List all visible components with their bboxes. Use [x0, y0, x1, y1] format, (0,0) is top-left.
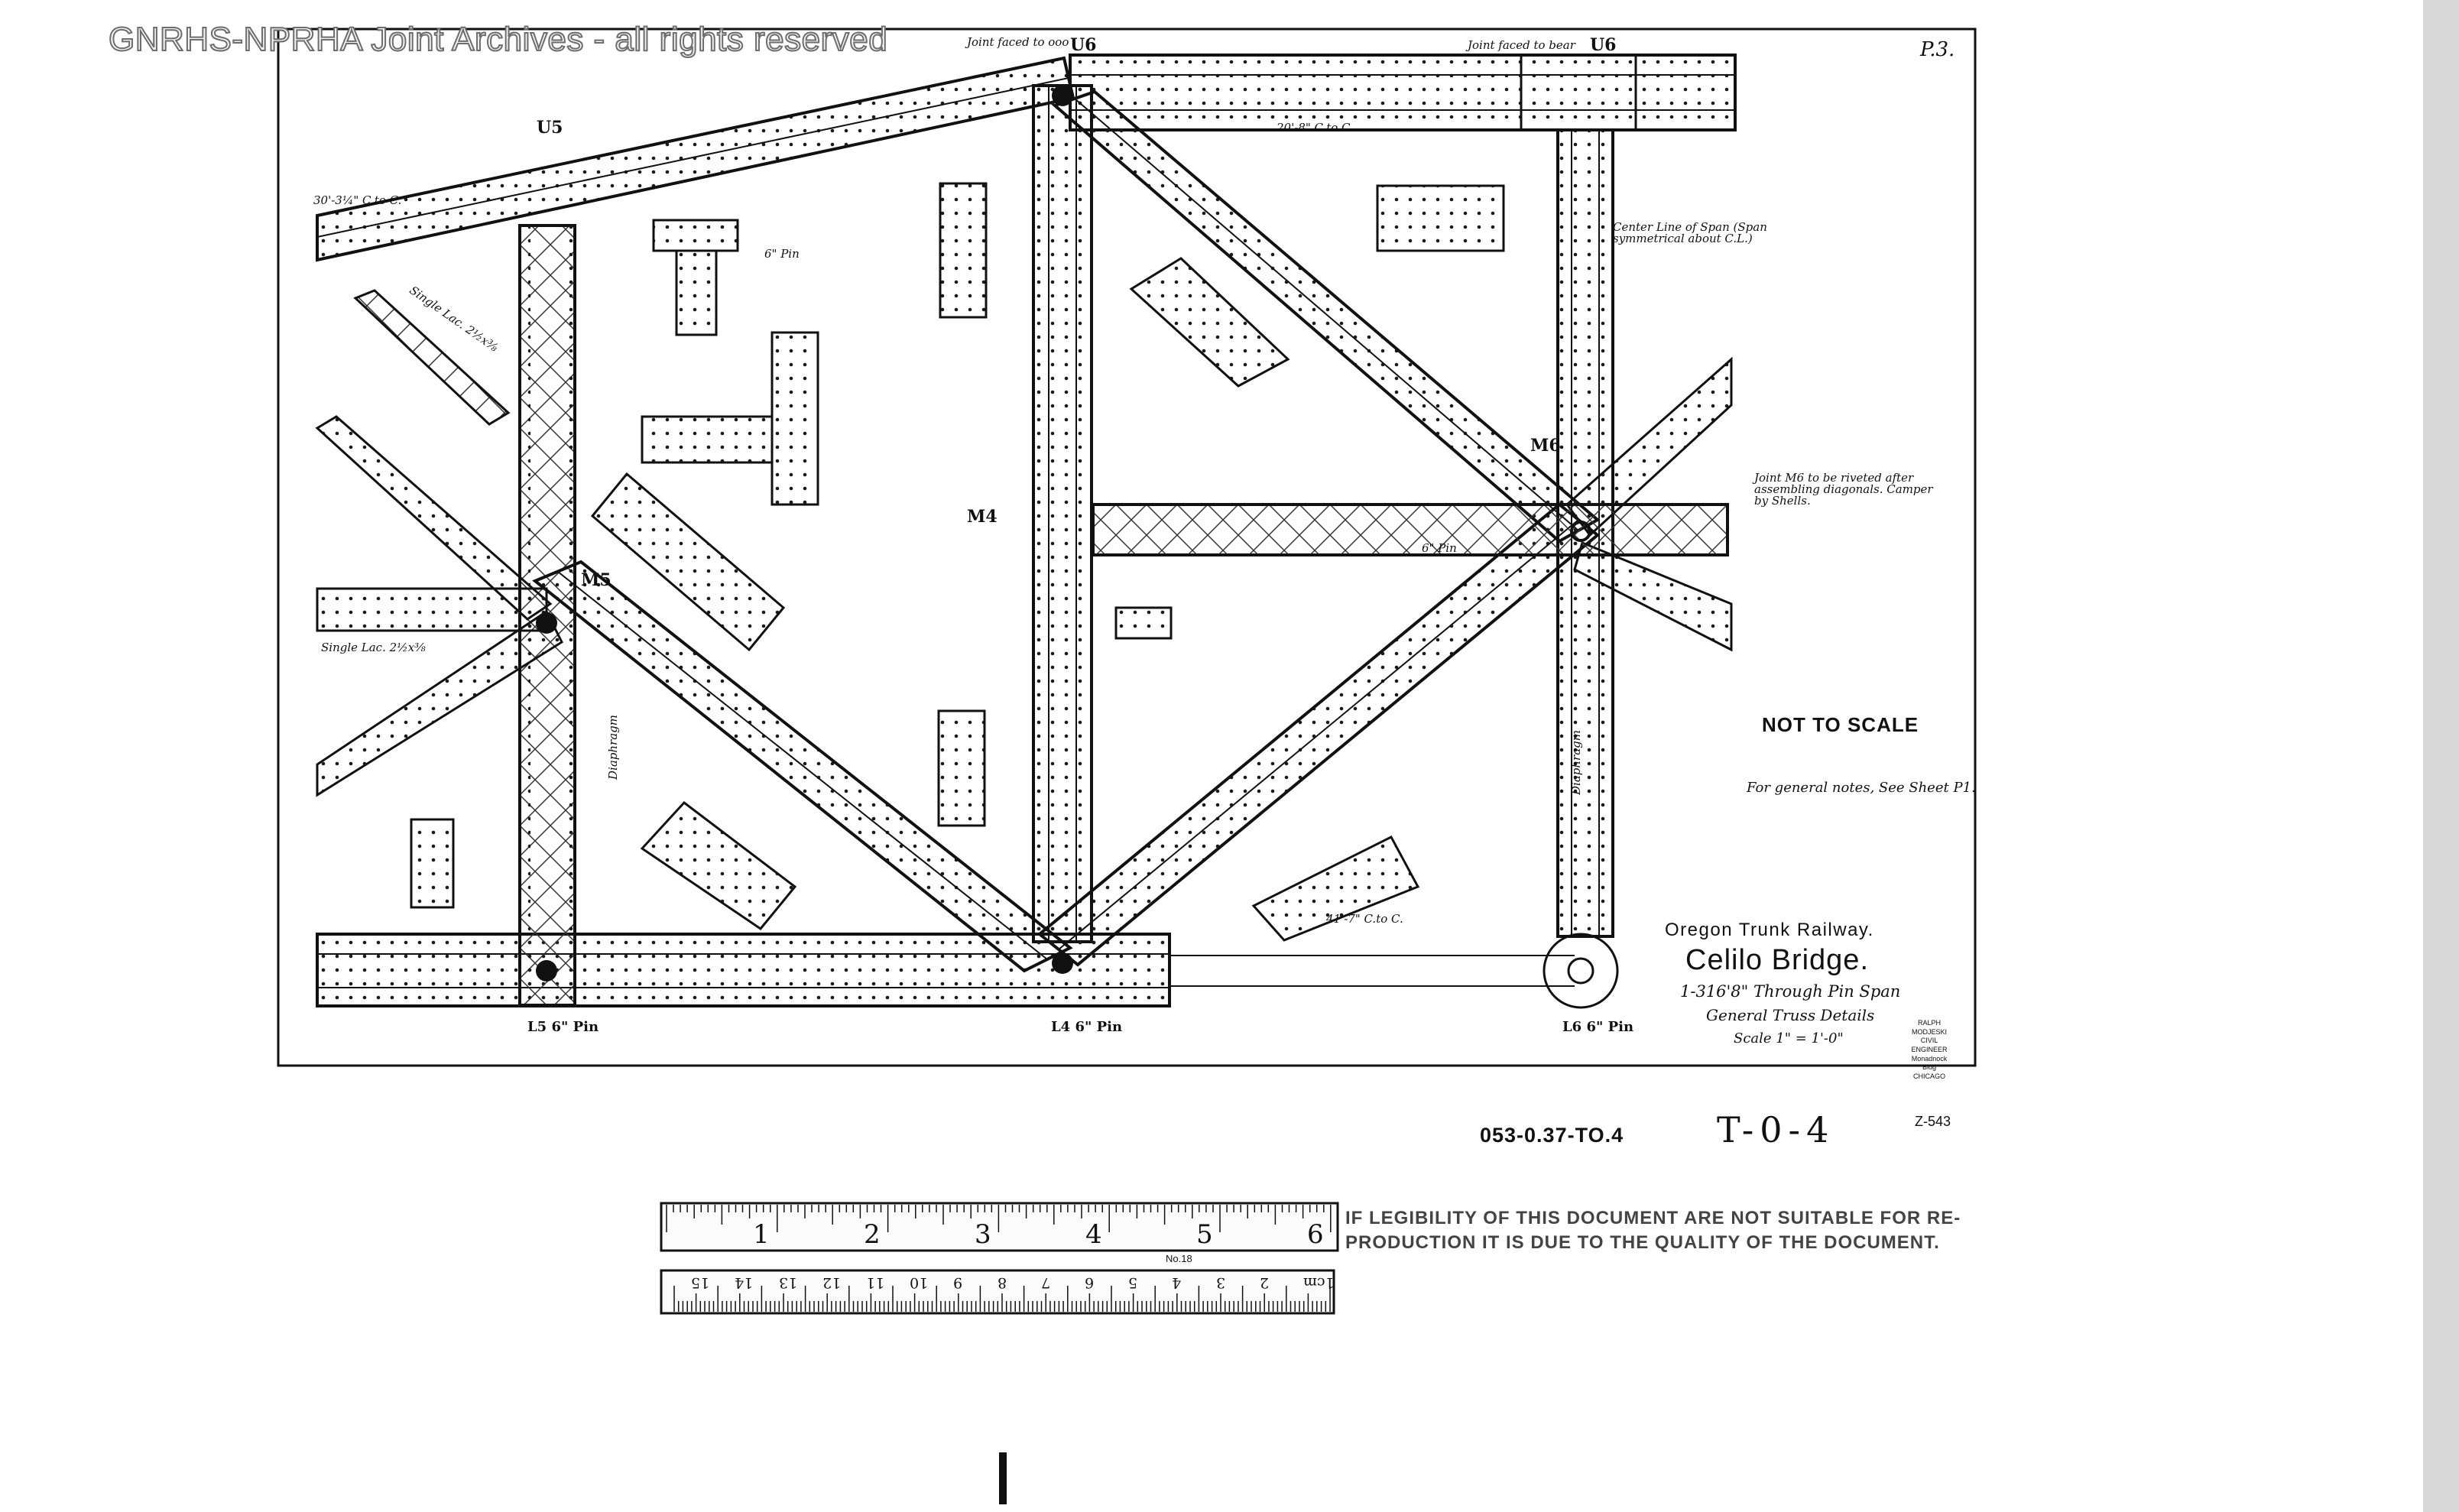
ruler-inch-label: 4 [1085, 1219, 1102, 1250]
engineer-firm: RALPH MODJESKI CIVIL ENGINEER Monadnock … [1911, 1019, 1948, 1081]
ruler-cm-label: 12 [822, 1274, 841, 1291]
note-pin-1: 6" Pin [764, 247, 800, 261]
joint-label-l6: L6 6" Pin [1562, 1019, 1634, 1035]
note-joint-faced-1: Joint faced to ooo [967, 35, 1069, 49]
title-railway: Oregon Trunk Railway. [1665, 920, 1874, 940]
ruler-inch-label: 2 [864, 1219, 881, 1250]
ruler-cm-label: 14 [735, 1274, 754, 1291]
note-center-line: Center Line of Span (Span symmetrical ab… [1613, 220, 1767, 245]
top-chord-right [1069, 54, 1737, 131]
diagonal-left-upper [315, 415, 553, 621]
note-joint-m6: Joint M6 to be riveted after assembling … [1754, 471, 1933, 508]
ruler [660, 1202, 1339, 1315]
note-diaphragm-1: Diaphragm [605, 715, 620, 780]
ruler-cm-label: 15 [691, 1274, 710, 1291]
joint-label-m6: M6 [1530, 436, 1561, 456]
ruler-cm-label: 8 [997, 1274, 1007, 1291]
note-c-to-c-1: 30'-3¼" C.to C. [313, 193, 402, 207]
title-details: General Truss Details [1706, 1006, 1875, 1024]
ruler-inch-label: 3 [975, 1219, 991, 1250]
joint-label-l5: L5 6" Pin [527, 1019, 599, 1035]
scan-edge [2423, 0, 2459, 1512]
bottom-chord [316, 933, 1575, 1007]
ruler-stamp: No.18 [1166, 1253, 1192, 1264]
note-diaphragm-2: Diaphragm [1569, 730, 1583, 795]
ruler-cm-label: 7 [1040, 1274, 1050, 1291]
ruler-inch-label: 5 [1196, 1219, 1213, 1250]
title-scale: Scale 1" = 1'-0" [1734, 1030, 1844, 1046]
horizontal-m4-m5 [316, 503, 1729, 632]
joint-label-u6-right: U6 [1590, 35, 1617, 55]
joint-label-u5: U5 [537, 118, 563, 138]
diagonal-u5-m6 [1052, 89, 1601, 543]
archive-watermark: GNRHS-NPRHA Joint Archives - all rights … [108, 21, 888, 58]
detail-sections [410, 182, 1505, 942]
joint-label-m4: M4 [967, 507, 998, 527]
page-number: P.3. [1920, 38, 1955, 61]
ruler-cm-label: 2 [1259, 1274, 1269, 1291]
ruler-cm-label: 13 [778, 1274, 797, 1291]
title-bridge: Celilo Bridge. [1685, 944, 1869, 976]
ruler-cm-label: 6 [1085, 1274, 1095, 1291]
title-span: 1-316'8" Through Pin Span [1680, 982, 1901, 1001]
note-pin-2: 6" Pin [1422, 541, 1457, 555]
ruler-cm-label: 3 [1215, 1274, 1225, 1291]
ruler-cm-label: 1cm [1303, 1274, 1335, 1291]
ruler-cm-label: 4 [1172, 1274, 1182, 1291]
ruler-cm-label: 9 [953, 1274, 963, 1291]
not-to-scale-label: NOT TO SCALE [1762, 713, 1919, 736]
note-single-lac-2: Single Lac. 2½x⅜ [321, 641, 426, 654]
ruler-inch-label: 6 [1307, 1219, 1324, 1250]
joint-label-l4: L4 6" Pin [1051, 1019, 1123, 1035]
diagonal-m4-l5 [532, 560, 1073, 973]
reference-number: 053-0.37-TO.4 [1480, 1124, 1624, 1147]
binding-mark [999, 1452, 1007, 1504]
sheet-border [277, 28, 1977, 1067]
pins [536, 85, 1619, 1009]
lateral-bracing-left [353, 289, 511, 426]
joint-label-u6: U6 [1070, 35, 1097, 55]
note-c-to-c-3: 41'-7" C.to C. [1326, 912, 1403, 926]
vertical-u5-l5 [1032, 84, 1093, 943]
ruler-cm-label: 11 [866, 1274, 885, 1291]
ruler-cm-label: 10 [910, 1274, 929, 1291]
note-c-to-c-2: 20'-8" C.to C. [1277, 121, 1354, 135]
sheet-code: T-0-4 [1717, 1109, 1835, 1150]
legibility-notice: IF LEGIBILITY OF THIS DOCUMENT ARE NOT S… [1345, 1208, 1961, 1254]
general-notes-reference: For general notes, See Sheet P1. [1747, 780, 1976, 796]
ruler-inch-label: 1 [753, 1219, 770, 1250]
ruler-cm-label: 5 [1128, 1274, 1138, 1291]
note-joint-faced-2: Joint faced to bear [1468, 38, 1575, 52]
joint-label-m5: M5 [581, 570, 612, 590]
corner-code: Z-543 [1915, 1114, 1951, 1129]
